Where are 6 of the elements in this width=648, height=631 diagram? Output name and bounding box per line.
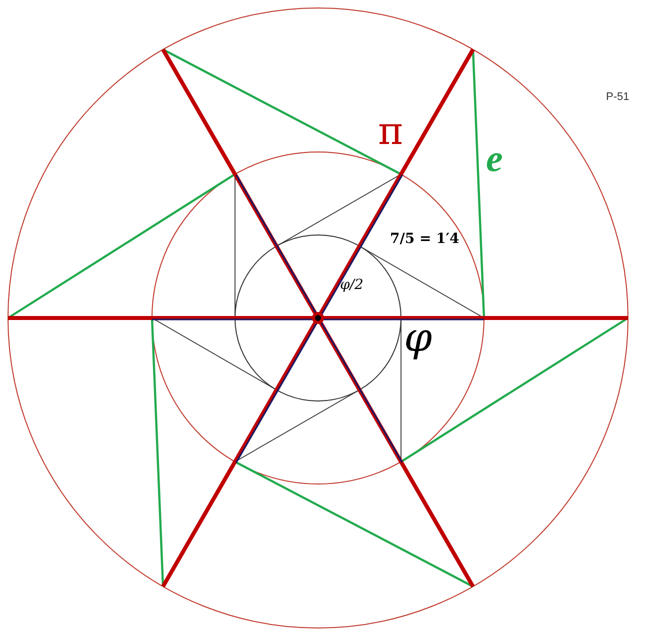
e-symbol: e bbox=[486, 140, 503, 178]
phi-half-label: φ/2 bbox=[340, 278, 364, 292]
pi-symbol: π bbox=[378, 112, 403, 150]
page-number: P-51 bbox=[606, 92, 630, 103]
ratio-label: 7/5 = 1′4 bbox=[390, 232, 460, 246]
phi-symbol: φ bbox=[404, 318, 432, 358]
